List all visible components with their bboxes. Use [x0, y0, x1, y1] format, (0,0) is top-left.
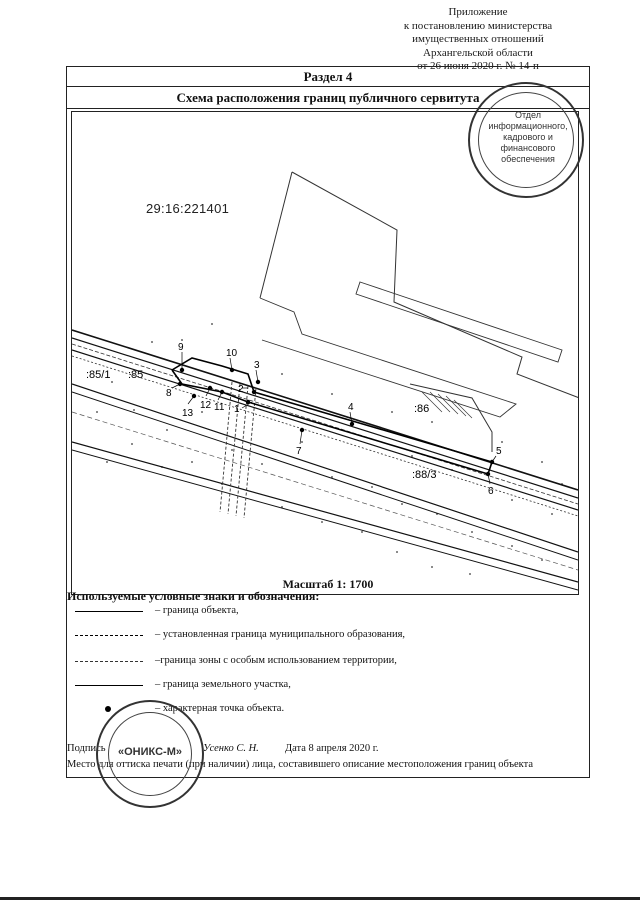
point-label-10: 10	[226, 348, 238, 359]
point-label-8: 8	[166, 388, 172, 399]
header-line-2: к постановлению министерства	[403, 19, 553, 32]
point-label-13: 13	[182, 408, 194, 419]
parcel-label-85: :85	[128, 369, 143, 381]
legend-label: – установленная граница муниципального о…	[155, 629, 406, 640]
document-frame: Раздел 4 Схема расположения границ публи…	[66, 66, 590, 778]
stamp-top-text: Отдел информационного, кадрового и финан…	[488, 110, 568, 165]
stamp-top-line-3: кадрового и	[503, 132, 553, 142]
official-stamp-top: Отдел информационного, кадрового и финан…	[468, 82, 584, 198]
legend-label: –граница зоны с особым использованием те…	[155, 655, 397, 666]
header-line-4: Архангельской области	[423, 46, 533, 59]
legend-item-special-zone: –граница зоны с особым использованием те…	[75, 655, 495, 669]
map-drawing: 1 2 3 4 5 6 7 8 9 10 11 12 13 :85/1 :85 …	[72, 171, 578, 591]
legend-label: – граница земельного участка,	[155, 679, 291, 690]
stamp-top-line-2: информационного,	[488, 121, 568, 131]
point-label-3: 3	[254, 360, 260, 371]
parcel-label-85-1: :85/1	[86, 369, 110, 381]
legend-line-solid	[75, 611, 143, 612]
legend-item-characteristic-point: – характерная точка объекта.	[75, 703, 495, 717]
company-stamp: «ОНИКС-М»	[96, 700, 204, 808]
legend-item-object-boundary: – граница объекта,	[75, 605, 495, 619]
legend-label: – характерная точка объекта.	[155, 703, 285, 714]
point-label-12: 12	[200, 400, 212, 411]
legend-item-municipal-boundary: – установленная граница муниципального о…	[75, 629, 495, 643]
section-heading: Раздел 4	[67, 67, 589, 87]
stamp-inner-ring	[108, 712, 192, 796]
page-title: Схема расположения границ публичного сер…	[67, 87, 589, 109]
stamp-top-line-4: финансового	[500, 143, 556, 153]
signature-label: Подпись	[67, 743, 106, 754]
legend-label: – граница объекта,	[155, 605, 239, 616]
legend-line-dash-dot	[75, 661, 143, 662]
legend-line-dashed	[75, 635, 143, 636]
point-label-7: 7	[296, 446, 302, 457]
survey-dots	[96, 323, 563, 575]
legend-heading: Используемые условные знаки и обозначени…	[67, 589, 320, 603]
signature-name: Усенко С. Н.	[203, 743, 259, 754]
parcel-label-86: :86	[414, 403, 429, 415]
legend-line-thin	[75, 685, 143, 686]
stamp-company-name: «ОНИКС-М»	[118, 746, 182, 758]
point-label-4: 4	[348, 402, 354, 413]
point-label-9: 9	[178, 342, 184, 353]
header-line-1: Приложение	[448, 6, 508, 18]
hatch-zone	[421, 391, 473, 419]
stamp-inner-ring	[478, 92, 574, 188]
scheme-map: 1 2 3 4 5 6 7 8 9 10 11 12 13 :85/1 :85 …	[71, 111, 579, 595]
header-line-3: имущественных отношений	[412, 33, 544, 45]
leader-lines	[171, 352, 497, 485]
cadastral-block-number: 29:16:221401	[146, 201, 230, 216]
stamp-top-line-5: обеспечения	[501, 154, 555, 164]
point-label-5: 5	[496, 446, 502, 457]
scale-label: Масштаб 1: 1700	[282, 577, 374, 591]
point-label-1: 1	[234, 404, 240, 415]
document-header: Приложение к постановлению министерства …	[360, 6, 596, 74]
point-label-11: 11	[214, 402, 225, 413]
parcel-label-88-3: :88/3	[412, 469, 436, 481]
legend-point-dot	[105, 706, 111, 712]
stamp-placeholder-note: Место для оттиска печати (при наличии) л…	[67, 759, 534, 770]
signature-date: Дата 8 апреля 2020 г.	[285, 743, 379, 754]
stamp-top-line-1: Отдел	[514, 110, 542, 120]
point-label-2: 2	[238, 384, 244, 395]
page-bottom-edge	[0, 897, 640, 900]
legend-item-land-parcel: – граница земельного участка,	[75, 679, 495, 693]
point-label-6: 6	[488, 486, 494, 497]
